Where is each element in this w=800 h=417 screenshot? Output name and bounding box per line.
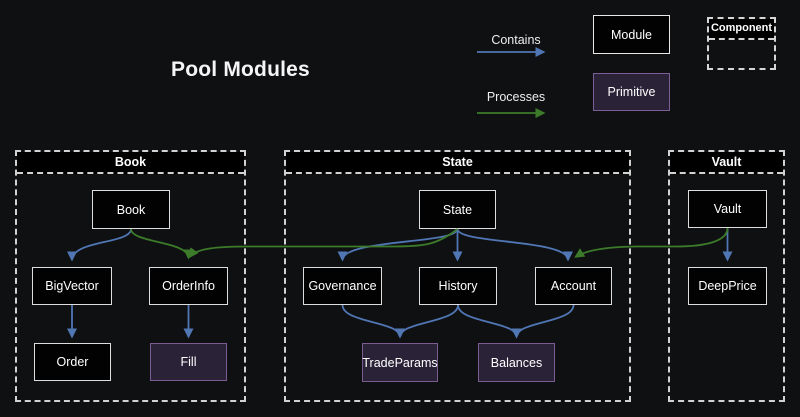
legend-module-box: Module [593, 15, 670, 54]
node-fill: Fill [150, 343, 227, 381]
node-account: Account [535, 267, 612, 305]
book-container: Book [15, 150, 246, 402]
vault-container: Vault [668, 150, 785, 402]
legend-component-box: Component [707, 17, 776, 70]
legend-primitive-box: Primitive [593, 73, 670, 111]
node-tradeparams: TradeParams [362, 343, 438, 382]
book-container-header: Book [17, 152, 244, 174]
state-container-header: State [286, 152, 629, 174]
page-title: Pool Modules [171, 58, 310, 81]
node-history: History [419, 267, 497, 305]
legend-component-label: Component [709, 19, 774, 40]
node-order: Order [34, 343, 111, 381]
node-deepprice: DeepPrice [688, 267, 767, 305]
node-state: State [419, 190, 496, 229]
vault-container-header: Vault [670, 152, 783, 174]
state-container: State [284, 150, 631, 402]
legend-primitive-label: Primitive [607, 85, 656, 99]
node-balances: Balances [478, 343, 555, 382]
node-vault: Vault [688, 190, 767, 228]
node-bigvector: BigVector [32, 267, 112, 305]
node-governance: Governance [303, 267, 382, 305]
legend-contains-label: Contains [491, 33, 541, 47]
node-book: Book [92, 190, 170, 229]
legend-module-label: Module [611, 27, 652, 42]
legend-processes-label: Processes [486, 90, 546, 104]
node-orderinfo: OrderInfo [149, 267, 228, 305]
